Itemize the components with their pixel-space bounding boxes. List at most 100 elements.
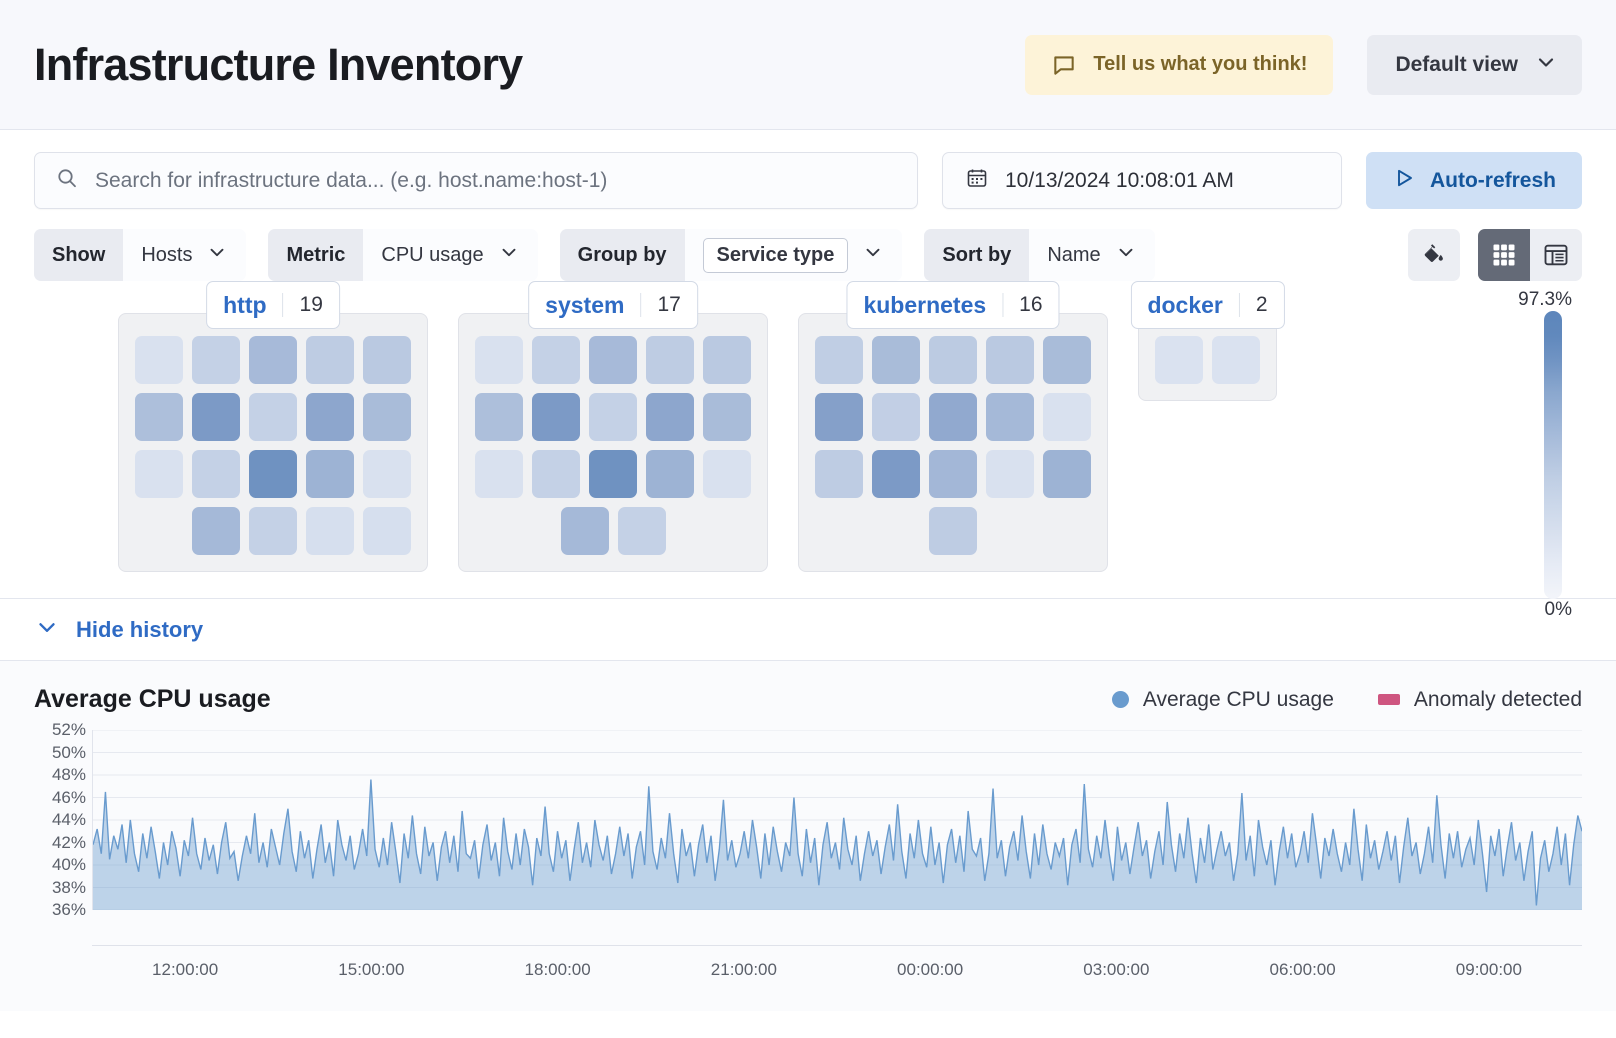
waffle-cell[interactable] bbox=[1212, 336, 1260, 384]
table-icon[interactable] bbox=[1530, 229, 1582, 281]
waffle-cell[interactable] bbox=[703, 336, 751, 384]
history-toggle-bar: Hide history bbox=[0, 599, 1616, 661]
control-sort-by-value[interactable]: Name bbox=[1029, 229, 1154, 281]
control-show-value[interactable]: Hosts bbox=[123, 229, 246, 281]
waffle-grid-icon[interactable] bbox=[1478, 229, 1530, 281]
waffle-cell[interactable] bbox=[646, 336, 694, 384]
waffle-cell[interactable] bbox=[192, 336, 240, 384]
waffle-cell[interactable] bbox=[1043, 336, 1091, 384]
control-metric-value[interactable]: CPU usage bbox=[363, 229, 537, 281]
hide-history-button[interactable]: Hide history bbox=[34, 614, 203, 646]
view-selector[interactable]: Default view bbox=[1367, 34, 1582, 95]
waffle-cell[interactable] bbox=[815, 393, 863, 441]
control-group-by: Group by Service type bbox=[559, 229, 903, 281]
chart-header: Average CPU usage Average CPU usage Anom… bbox=[34, 685, 1582, 714]
chart-legend: Average CPU usage Anomaly detected bbox=[1111, 688, 1582, 712]
waffle-cell[interactable] bbox=[929, 450, 977, 498]
group-box-http bbox=[118, 313, 428, 572]
waffle-cell[interactable] bbox=[872, 450, 920, 498]
waffle-cell[interactable] bbox=[249, 507, 297, 555]
control-show-label: Show bbox=[34, 229, 124, 281]
header-actions: Tell us what you think! Default view bbox=[1025, 34, 1582, 95]
waffle-cell[interactable] bbox=[1043, 450, 1091, 498]
paint-bucket-icon[interactable] bbox=[1408, 229, 1460, 281]
waffle-cell[interactable] bbox=[363, 336, 411, 384]
waffle-cell[interactable] bbox=[986, 450, 1034, 498]
waffle-cell[interactable] bbox=[646, 450, 694, 498]
waffle-cell[interactable] bbox=[986, 393, 1034, 441]
waffle-cell[interactable] bbox=[815, 336, 863, 384]
view-toggle-area bbox=[1408, 229, 1582, 281]
waffle-cell[interactable] bbox=[703, 393, 751, 441]
waffle-cell[interactable] bbox=[192, 507, 240, 555]
x-axis-tick: 03:00:00 bbox=[1083, 960, 1150, 979]
app-header: Infrastructure Inventory Tell us what yo… bbox=[0, 0, 1616, 130]
waffle-cell[interactable] bbox=[929, 507, 977, 555]
auto-refresh-label: Auto-refresh bbox=[1429, 168, 1556, 192]
waffle-cell[interactable] bbox=[306, 507, 354, 555]
waffle-row bbox=[815, 507, 1091, 555]
waffle-cell[interactable] bbox=[560, 507, 609, 555]
waffle-cell[interactable] bbox=[986, 336, 1034, 384]
waffle-cell[interactable] bbox=[589, 393, 637, 441]
waffle-cell[interactable] bbox=[475, 450, 523, 498]
waffle-cell[interactable] bbox=[703, 450, 751, 498]
control-group-by-value[interactable]: Service type bbox=[685, 229, 903, 281]
waffle-cell[interactable] bbox=[532, 450, 580, 498]
waffle-cell[interactable] bbox=[475, 393, 523, 441]
search-placeholder: Search for infrastructure data... (e.g. … bbox=[95, 168, 608, 192]
x-axis-tick: 12:00:00 bbox=[152, 960, 219, 979]
legend-item-anomaly-detected[interactable]: Anomaly detected bbox=[1377, 688, 1582, 712]
waffle-cell[interactable] bbox=[363, 393, 411, 441]
waffle-cell[interactable] bbox=[135, 450, 183, 498]
waffle-cell[interactable] bbox=[306, 450, 354, 498]
y-axis-tick: 52% bbox=[51, 720, 86, 739]
waffle-cell[interactable] bbox=[815, 450, 863, 498]
waffle-cell[interactable] bbox=[872, 393, 920, 441]
feedback-label: Tell us what you think! bbox=[1093, 53, 1308, 75]
waffle-cell[interactable] bbox=[249, 393, 297, 441]
date-picker[interactable]: 10/13/2024 10:08:01 AM bbox=[941, 152, 1342, 209]
auto-refresh-button[interactable]: Auto-refresh bbox=[1365, 152, 1582, 209]
calendar-icon bbox=[965, 166, 989, 195]
waffle-cell[interactable] bbox=[589, 336, 637, 384]
x-axis-tick: 18:00:00 bbox=[524, 960, 591, 979]
waffle-cell[interactable] bbox=[929, 393, 977, 441]
waffle-cell[interactable] bbox=[532, 393, 580, 441]
waffle-cell[interactable] bbox=[1043, 393, 1091, 441]
control-sort-by-value-text: Name bbox=[1047, 243, 1101, 266]
chart-canvas[interactable] bbox=[92, 730, 1582, 910]
waffle-cell[interactable] bbox=[617, 507, 666, 555]
play-icon bbox=[1392, 166, 1416, 196]
waffle-cell[interactable] bbox=[363, 450, 411, 498]
waffle-cell[interactable] bbox=[249, 336, 297, 384]
waffle-cell[interactable] bbox=[872, 336, 920, 384]
search-input[interactable]: Search for infrastructure data... (e.g. … bbox=[34, 152, 918, 209]
legend-dot-icon bbox=[1111, 691, 1129, 708]
waffle-cell[interactable] bbox=[192, 450, 240, 498]
feedback-button[interactable]: Tell us what you think! bbox=[1025, 34, 1334, 95]
waffle-cell[interactable] bbox=[1155, 336, 1203, 384]
waffle-cell[interactable] bbox=[475, 336, 523, 384]
legend-gradient-bar bbox=[1544, 311, 1562, 599]
waffle-cell[interactable] bbox=[249, 450, 297, 498]
toolbar: Search for infrastructure data... (e.g. … bbox=[0, 130, 1616, 281]
waffle-cell[interactable] bbox=[306, 336, 354, 384]
waffle-cell[interactable] bbox=[646, 393, 694, 441]
control-group-by-label: Group by bbox=[559, 229, 685, 281]
waffle-cell[interactable] bbox=[192, 393, 240, 441]
y-axis-tick: 44% bbox=[51, 810, 86, 829]
waffle-cell[interactable] bbox=[929, 336, 977, 384]
waffle-cell[interactable] bbox=[135, 393, 183, 441]
waffle-cell[interactable] bbox=[306, 393, 354, 441]
waffle-cell[interactable] bbox=[363, 507, 411, 555]
waffle-cell[interactable] bbox=[135, 336, 183, 384]
waffle-row bbox=[815, 450, 1091, 498]
waffle-cell[interactable] bbox=[589, 450, 637, 498]
legend-item-average-cpu-usage[interactable]: Average CPU usage bbox=[1111, 688, 1334, 712]
waffle-cell[interactable] bbox=[532, 336, 580, 384]
